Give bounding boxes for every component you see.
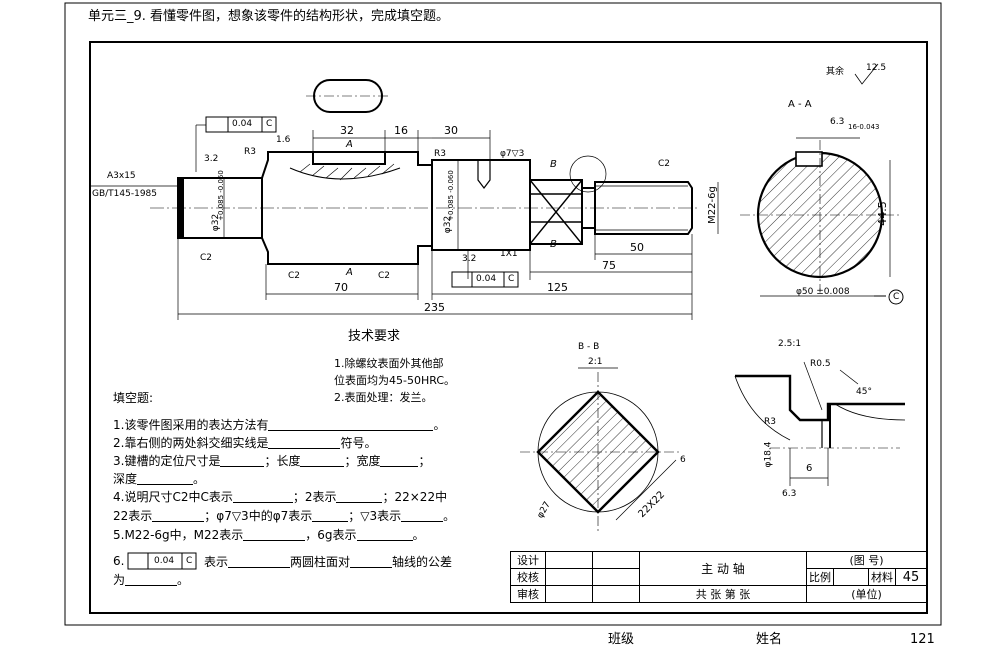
keyway-slot — [312, 151, 386, 165]
quiz-q5: 5.M22-6g中，M22表示，6g表示。 — [113, 528, 425, 542]
section-mark: A — [346, 267, 353, 278]
chamfer-label: C2 — [378, 271, 391, 281]
roughness: 6.3 — [830, 117, 845, 127]
radius-label: R3 — [434, 149, 446, 159]
dim-label: 50 — [630, 241, 644, 254]
quiz-q6-b: 为。 — [113, 573, 190, 587]
dim-label: 125 — [547, 281, 568, 294]
detail-scale: 2.5:1 — [778, 339, 802, 349]
footer-name: 姓名 — [756, 632, 783, 647]
inner-frame — [89, 41, 928, 614]
tb-review: 审核 — [510, 585, 546, 603]
dim-label: 70 — [334, 281, 348, 294]
section-mark: B — [550, 159, 557, 170]
center-hole-std: GB/T145-1985 — [92, 189, 158, 199]
quiz-q6: 表示两圆柱面对轴线的公差 — [204, 555, 453, 569]
dim-label: φ50 ±0.008 — [796, 287, 850, 297]
dim-label: 1X1 — [500, 249, 518, 259]
section-bb-scale: 2:1 — [588, 357, 603, 367]
section-aa-label: A - A — [788, 99, 812, 110]
dim-label: 44.5 — [875, 201, 889, 226]
tech-line3: 2.表面处理：发兰。 — [334, 391, 433, 404]
thread-label: M22-6g — [706, 186, 718, 224]
section-bb-label: B - B — [578, 342, 600, 352]
title-block: 设计 主 动 轴 (图 号) 校核 比例 材料 45 审核 共 张 第 张 (单… — [510, 551, 927, 603]
dim-label: 75 — [602, 259, 616, 272]
quiz-q1: 1.该零件图采用的表达方法有。 — [113, 418, 446, 432]
roughness-value: 12.5 — [866, 63, 887, 73]
roughness: 3.2 — [204, 154, 219, 164]
tech-line2: 位表面均为45-50HRC。 — [334, 374, 456, 387]
section-aa — [740, 137, 900, 297]
tb-material-val: 45 — [895, 568, 927, 586]
chamfer-label: C2 — [658, 159, 671, 169]
quiz-q2: 2.靠右侧的两处斜交细实线是符号。 — [113, 436, 377, 450]
quiz-q6-datum: C — [186, 556, 193, 566]
tb-scale: 比例 — [806, 568, 834, 586]
dim-label: 235 — [424, 301, 445, 314]
detail-view — [734, 361, 906, 486]
datum-label: C — [266, 119, 273, 129]
roughness: 6.3 — [782, 489, 797, 499]
datum-label: C — [893, 292, 900, 302]
roughness-note: 其余 — [826, 67, 845, 77]
radius-label: R0.5 — [810, 359, 831, 369]
quiz-title: 填空题: — [113, 391, 154, 405]
tb-drawing-no: (图 号) — [806, 551, 927, 569]
page-number: 121 — [910, 632, 935, 647]
quiz-q6-tol: 0.04 — [154, 556, 175, 566]
section-bb — [520, 367, 680, 532]
tb-material: 材料 — [868, 568, 896, 586]
tb-design: 设计 — [510, 551, 546, 569]
roughness: 1.6 — [276, 135, 291, 145]
tb-unit: (单位) — [806, 585, 927, 603]
datum-label: C — [508, 274, 515, 284]
left-end-chamfer — [178, 178, 184, 238]
tol-value: 0.04 — [476, 274, 497, 284]
center-hole: A3x15 — [107, 171, 136, 181]
tol-value: 0.04 — [232, 119, 253, 129]
tb-sheets: 共 张 第 张 — [639, 585, 807, 603]
chamfer-label: C2 — [200, 253, 213, 263]
quiz-q6-num: 6. — [113, 554, 125, 568]
tech-line1: 1.除螺纹表面外其他部 — [334, 357, 444, 370]
footer-class: 班级 — [608, 632, 635, 647]
tol-label: +0.085 -0.060 — [216, 170, 225, 221]
tb-part: 主 动 轴 — [639, 551, 807, 586]
dim-label: 30 — [444, 124, 458, 137]
chamfer-label: C2 — [288, 271, 301, 281]
dim-label: 6 — [806, 463, 813, 474]
outer-border — [64, 2, 942, 626]
quiz-q3: 3.键槽的定位尺寸是；长度；宽度； — [113, 454, 431, 468]
section-mark: A — [346, 139, 353, 150]
radius-label: R3 — [764, 417, 776, 427]
page-title: 单元三_9. 看懂零件图，想象该零件的结构形状，完成填空题。 — [88, 9, 450, 24]
dim-label: φ7▽3 — [500, 149, 525, 159]
quiz-q3-depth: 深度。 — [113, 472, 206, 486]
angle-label: 45° — [856, 387, 872, 397]
dim-label: 6 — [680, 455, 686, 465]
dim-label: 16 — [394, 124, 408, 137]
quiz-q4: 4.说明尺寸C2中C表示；2表示；22×22中 — [113, 490, 448, 504]
dim-label: φ18.4 — [763, 441, 774, 468]
dim-label: 32 — [340, 124, 354, 137]
radius-label: R3 — [244, 147, 256, 157]
section-mark: B — [550, 239, 557, 250]
tol-label: +0.085 -0.060 — [446, 170, 455, 221]
quiz-q4-b: 22表示；φ7▽3中的φ7表示；▽3表示。 — [113, 509, 456, 523]
roughness: 3.2 — [462, 254, 477, 264]
tb-check: 校核 — [510, 568, 546, 586]
square-section — [529, 179, 583, 245]
tech-title: 技术要求 — [348, 329, 401, 344]
keyway-dim: 16-0.043 — [848, 123, 880, 131]
